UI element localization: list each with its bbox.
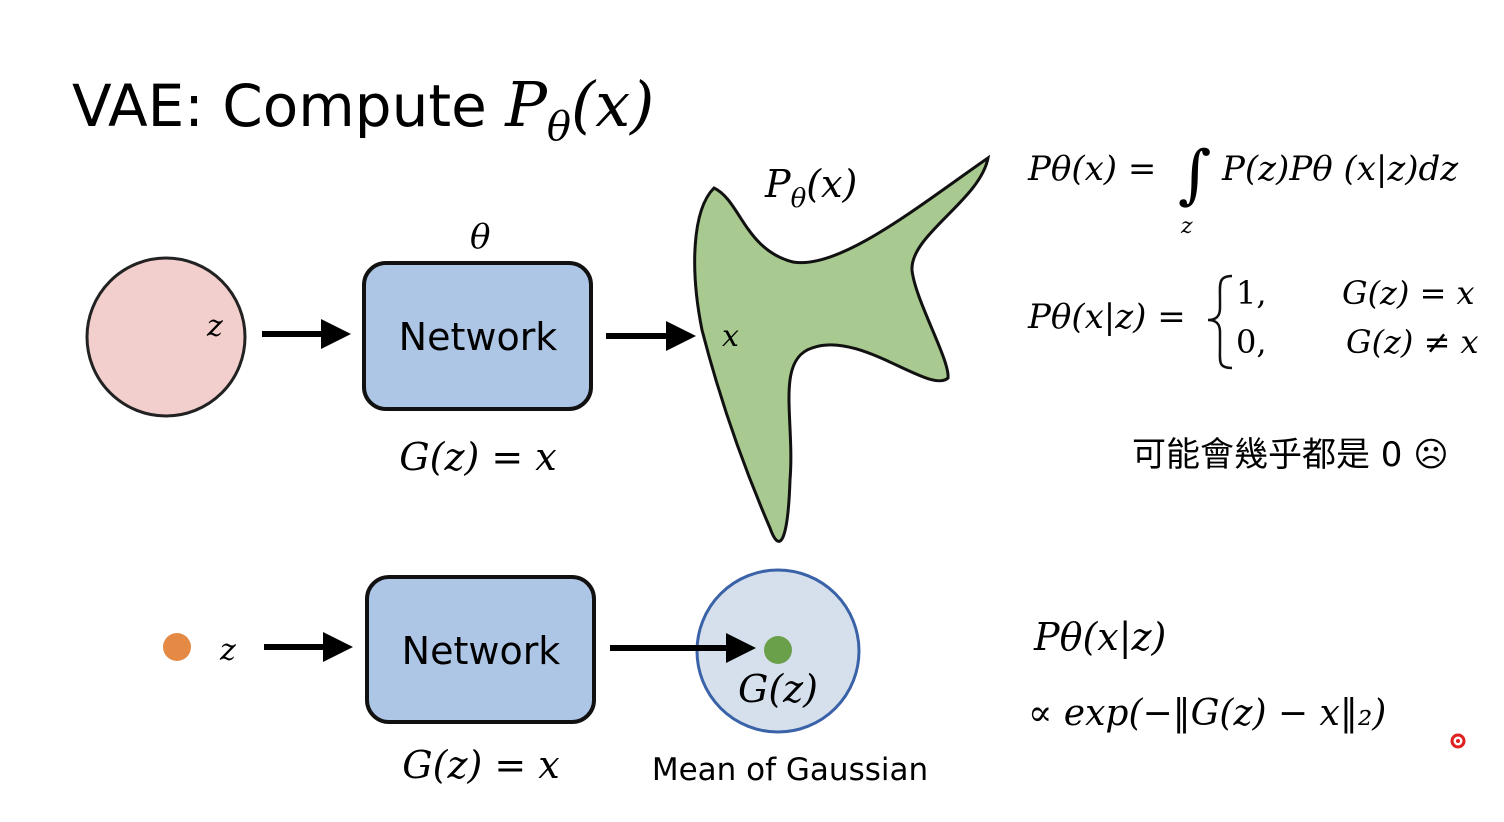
case-one-condition: G(z) = x	[1342, 274, 1475, 312]
marginal-likelihood-lhs: Pθ(x) =	[1027, 149, 1156, 189]
generator-mapping-label: G(z) = x	[399, 435, 556, 479]
latent-z-label: z	[206, 309, 223, 344]
slide-title: VAE: Compute Pθ(x)	[72, 68, 654, 150]
case-two-condition: G(z) ≠ x	[1346, 323, 1479, 361]
pointer-cursor	[1450, 733, 1466, 749]
latent-distribution-circle	[85, 256, 247, 418]
latent-sample-dot	[163, 633, 191, 661]
integral-variable: z	[1180, 214, 1193, 239]
point-x-label: x	[722, 319, 739, 354]
integral-sign: ∫	[1178, 138, 1211, 212]
conditional-lhs: Pθ(x|z) =	[1027, 297, 1186, 337]
gaussian-likelihood-lhs: Pθ(x|z)	[1033, 615, 1166, 659]
distribution-label: Pθ(x)	[764, 162, 857, 214]
gaussian-mean-label: G(z)	[738, 667, 818, 711]
generator-mapping-label-bottom: G(z) = x	[402, 743, 559, 787]
theta-label: θ	[470, 217, 490, 257]
network-box-bottom	[365, 575, 596, 724]
network-label-bottom: Network	[402, 629, 561, 673]
complex-distribution-blob	[693, 154, 991, 543]
pointer-cursor-center	[1456, 739, 1460, 743]
case-one-value: 1,	[1236, 274, 1267, 312]
case-two-value: 0,	[1236, 323, 1267, 361]
gaussian-caption: Mean of Gaussian	[652, 752, 928, 788]
network-label: Network	[399, 315, 558, 359]
cases-brace	[1207, 274, 1233, 370]
gaussian-likelihood-rhs: ∝ exp(−‖G(z) − x‖₂)	[1028, 693, 1386, 734]
network-box	[362, 261, 593, 411]
latent-z-label-bottom: z	[219, 633, 236, 668]
marginal-likelihood-rhs: P(z)Pθ (x|z)dz	[1221, 149, 1459, 189]
gaussian-mean-dot	[764, 636, 792, 664]
note-text: 可能會幾乎都是 0 ☹	[1132, 435, 1449, 475]
